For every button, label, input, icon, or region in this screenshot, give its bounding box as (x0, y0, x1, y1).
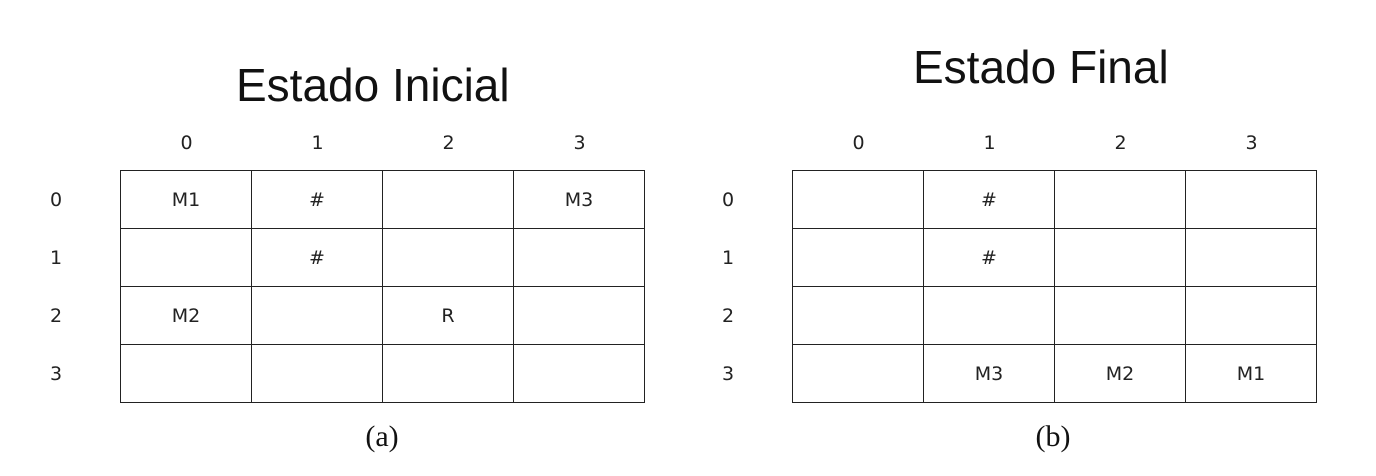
grid-cell: M2 (1055, 345, 1186, 403)
panel-a-caption: (a) (365, 420, 399, 453)
grid-cell (383, 171, 514, 229)
col-label: 2 (442, 132, 455, 154)
row-label: 0 (49, 189, 63, 211)
row-label: 3 (721, 363, 735, 385)
grid-cell (121, 345, 252, 403)
grid-cell: M2 (121, 287, 252, 345)
grid-cell (383, 345, 514, 403)
grid-cell: # (252, 229, 383, 287)
row-label: 3 (49, 363, 63, 385)
panel-b-caption: (b) (1035, 420, 1071, 453)
panel-b-title: Estado Final (913, 41, 1169, 93)
col-label: 2 (1114, 132, 1127, 154)
panel-a-grid: M1 # M3 # M2 R (120, 170, 645, 403)
grid-cell (1186, 171, 1317, 229)
grid-cell (514, 345, 645, 403)
panel-a-title: Estado Inicial (236, 59, 510, 111)
grid-cell (793, 287, 924, 345)
row-label: 1 (721, 247, 735, 269)
grid-cell (383, 229, 514, 287)
grid-cell (793, 171, 924, 229)
grid-cell (121, 229, 252, 287)
grid-cell: # (924, 229, 1055, 287)
col-label: 1 (983, 132, 996, 154)
grid-cell (793, 345, 924, 403)
grid-cell (514, 229, 645, 287)
grid-cell: M1 (1186, 345, 1317, 403)
grid-cell: # (252, 171, 383, 229)
row-label: 2 (721, 305, 735, 327)
grid-cell (793, 229, 924, 287)
grid-cell (1055, 171, 1186, 229)
grid-cell: M1 (121, 171, 252, 229)
row-label: 0 (721, 189, 735, 211)
row-label: 1 (49, 247, 63, 269)
grid-cell (514, 287, 645, 345)
grid-cell (1186, 287, 1317, 345)
grid-cell: M3 (924, 345, 1055, 403)
grid-cell: M3 (514, 171, 645, 229)
col-label: 0 (180, 132, 193, 154)
grid-cell (1186, 229, 1317, 287)
grid-cell: R (383, 287, 514, 345)
grid-cell (1055, 229, 1186, 287)
grid-cell (252, 345, 383, 403)
col-label: 1 (311, 132, 324, 154)
grid-cell: # (924, 171, 1055, 229)
col-label: 0 (852, 132, 865, 154)
grid-cell (924, 287, 1055, 345)
panel-b-grid: # # M3 M2 M1 (792, 170, 1317, 403)
grid-cell (252, 287, 383, 345)
col-label: 3 (573, 132, 586, 154)
grid-cell (1055, 287, 1186, 345)
col-label: 3 (1245, 132, 1258, 154)
row-label: 2 (49, 305, 63, 327)
